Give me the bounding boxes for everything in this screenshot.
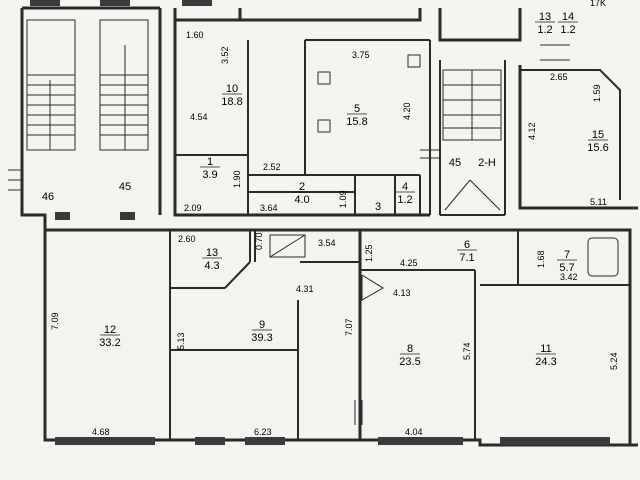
dimension-label: 1.59	[592, 84, 602, 102]
room-number: 12	[104, 324, 116, 336]
dimension-label: 2.52	[263, 162, 281, 172]
dimension-label: 4.12	[527, 122, 537, 140]
dimension-label: 3.54	[318, 238, 336, 248]
room-number: 46	[42, 191, 54, 203]
interior-walls	[169, 39, 630, 440]
room-area: 3.9	[202, 169, 217, 181]
room-number: 10	[226, 83, 238, 95]
room-area: 1.2	[537, 24, 552, 36]
room-area: 33.2	[99, 337, 120, 349]
room-number: 7	[564, 249, 570, 261]
room-area: 1.2	[560, 24, 575, 36]
dimension-label: 3.75	[352, 50, 370, 60]
room-area: 5.7	[559, 262, 574, 274]
room-number: 9	[259, 319, 265, 331]
fixtures	[269, 54, 619, 301]
room-number: 13	[206, 247, 218, 259]
staircase-right	[442, 69, 502, 211]
dimension-label: 3.42	[560, 272, 578, 282]
top-corner-text: 17K	[590, 0, 606, 8]
dimension-label: 2.65	[550, 72, 568, 82]
dimension-label: 5.11	[590, 197, 607, 207]
room-number: 2-H	[478, 157, 496, 169]
room-number: 11	[540, 343, 551, 355]
dimension-label: 7.09	[50, 312, 60, 330]
room-number: 45	[449, 157, 461, 169]
dimension-label: 0.70	[254, 232, 264, 250]
room-number: 8	[407, 343, 413, 355]
dimension-label: 5.74	[462, 342, 472, 360]
room-area: 7.1	[459, 252, 474, 264]
room-number: 45	[119, 181, 131, 193]
room-number: 6	[464, 239, 470, 251]
outer-walls	[20, 6, 638, 447]
dimension-label: 5.24	[609, 352, 619, 370]
room-area: 15.6	[587, 142, 608, 154]
dimension-label: 2.60	[178, 234, 196, 244]
dimension-label: 4.68	[92, 427, 110, 437]
dimension-labels: 1.60 3.52 4.54 3.75 4.20 2.52 1.90 2.09 3.64 1.09…	[50, 30, 619, 437]
staircase-left	[26, 19, 149, 151]
dimension-label: 2.09	[184, 203, 202, 213]
room-area: 23.5	[399, 356, 420, 368]
windows-bottom	[30, 0, 610, 445]
dimension-label: 1.60	[186, 30, 204, 40]
dimension-label: 1.09	[338, 190, 348, 208]
room-number: 5	[354, 103, 360, 115]
dimension-label: 3.64	[260, 203, 278, 213]
dimension-label: 4.20	[402, 102, 412, 120]
room-area: 24.3	[535, 356, 556, 368]
dimension-label: 4.54	[190, 112, 208, 122]
dimension-label: 4.25	[400, 258, 418, 268]
room-area: 15.8	[346, 116, 367, 128]
door-marks	[8, 44, 570, 425]
room-area: 18.8	[221, 96, 242, 108]
room-number: 1	[207, 156, 213, 168]
room-number: 3	[375, 201, 381, 213]
room-area: 39.3	[251, 332, 272, 344]
dimension-label: 4.13	[393, 288, 411, 298]
room-number: 14	[562, 11, 574, 23]
room-number: 15	[592, 129, 604, 141]
dimension-label: 4.04	[405, 427, 423, 437]
room-area: 4.3	[204, 260, 219, 272]
bay-wall	[520, 69, 621, 200]
dimension-label: 1.90	[232, 170, 242, 188]
room-area: 4.0	[294, 194, 309, 206]
dimension-label: 7.07	[344, 318, 354, 336]
dimension-label: 4.31	[296, 284, 314, 294]
room-area: 1.2	[397, 194, 412, 206]
dimension-label: 1.25	[364, 244, 374, 262]
dimension-label: 3.52	[220, 46, 230, 64]
dimension-label: 1.68	[536, 250, 546, 268]
dimension-label: 6.23	[254, 427, 272, 437]
room-number: 13	[539, 11, 551, 23]
dimension-label: 5.13	[176, 332, 186, 350]
room-number: 4	[402, 181, 408, 193]
room-number: 2	[299, 181, 305, 193]
